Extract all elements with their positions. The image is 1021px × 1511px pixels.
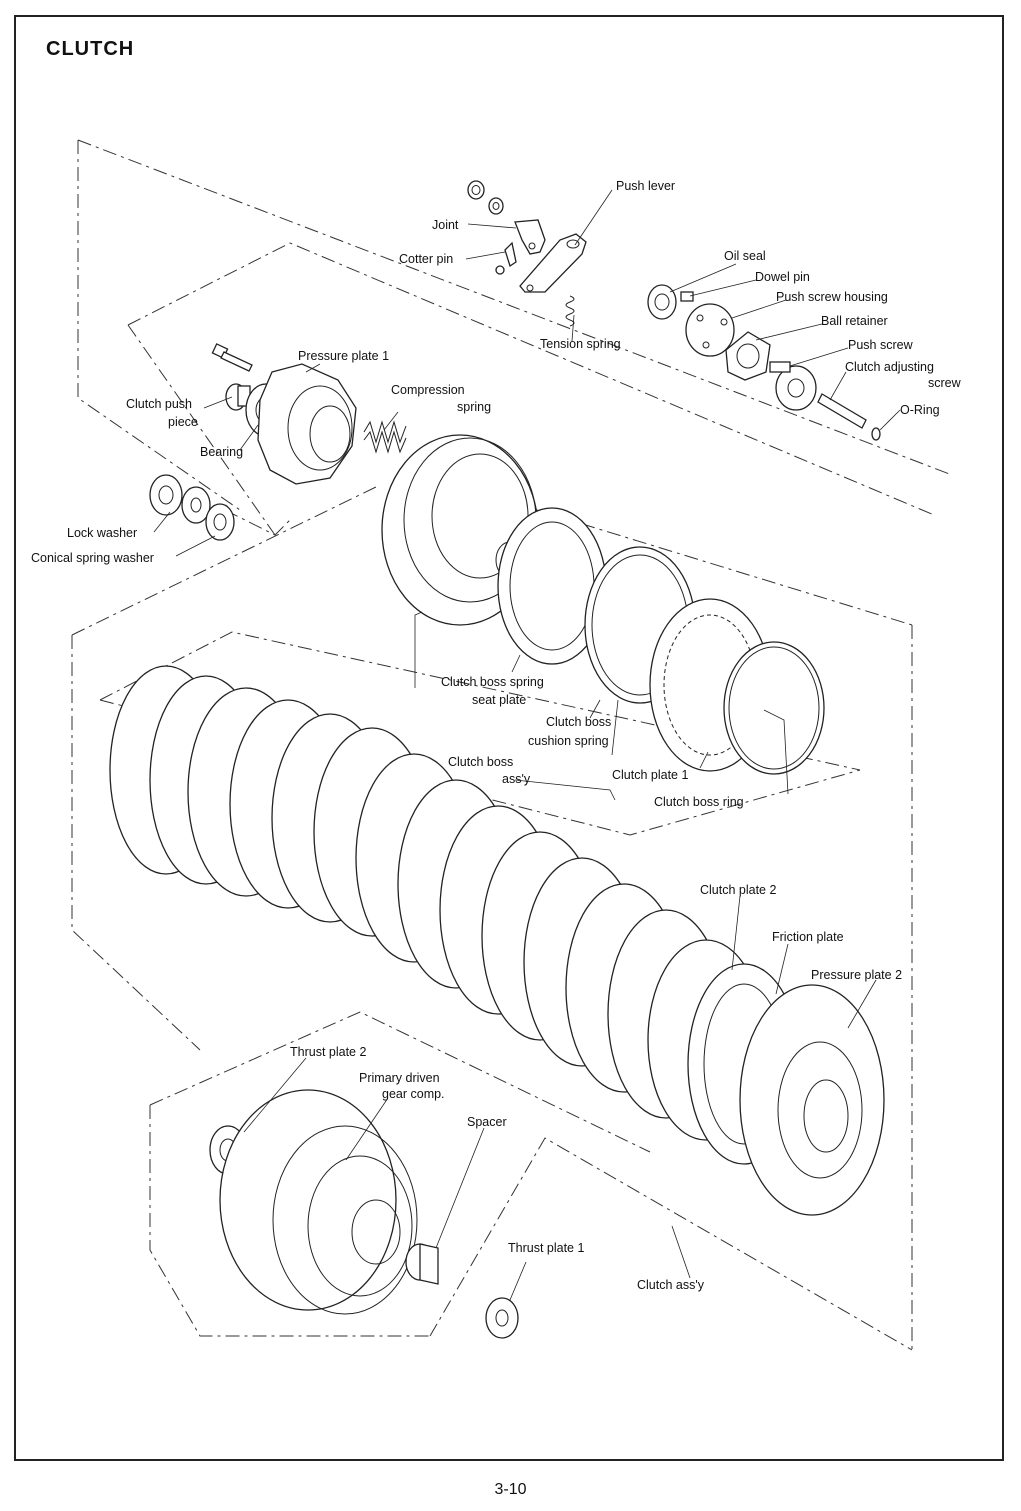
label-clutch-boss-ring: Clutch boss ring [654,795,744,809]
label-clutch-boss-cushion-spring-line2: cushion spring [528,734,609,748]
label-ball-retainer: Ball retainer [821,314,888,328]
label-friction-plate: Friction plate [772,930,844,944]
label-push-screw: Push screw [848,338,914,352]
primary-driven-gear-group [209,1089,519,1339]
label-clutch-assy: Clutch ass'y [637,1278,705,1292]
lock-washer-part [149,474,183,516]
dowel-pin-part [680,291,694,302]
clutch-housing-part [219,1089,418,1315]
clutch-boss-ring-part [723,641,825,775]
page-number: 3-10 [494,1481,527,1498]
push-screw-part [769,361,817,411]
label-dowel-pin: Dowel pin [755,270,810,284]
thrust-plate-1-part [485,1297,519,1339]
label-primary-driven-gear-line2: gear comp. [382,1087,445,1101]
bolt-part [211,343,253,372]
push-screw-housing-part [685,303,735,357]
oil-seal-part [647,284,677,320]
tension-spring-part [565,295,575,327]
label-clutch-boss-cushion-spring-line1: Clutch boss [546,715,611,729]
thrust-washer-part [181,486,211,524]
label-o-ring: O-Ring [900,403,940,417]
label-push-screw-housing: Push screw housing [776,290,888,304]
label-clutch-plate-2: Clutch plate 2 [700,883,776,897]
label-pressure-plate-2: Pressure plate 2 [811,968,902,982]
group-outlines [71,139,953,1351]
label-primary-driven-gear-line1: Primary driven [359,1071,440,1085]
pressure-plate-2-part [739,984,885,1216]
spacer-part [405,1243,439,1285]
label-clutch-push-piece-line2: piece [168,415,198,429]
label-joint: Joint [432,218,459,232]
joint-part [514,219,546,255]
label-clutch-adjusting-screw-line2: screw [928,376,962,390]
page-frame [14,15,1004,1461]
label-clutch-push-piece-line1: Clutch push [126,397,192,411]
label-clutch-boss-assy-line2: ass'y [502,772,531,786]
o-ring-part [871,427,881,441]
washer-part [488,197,504,215]
label-lock-washer: Lock washer [67,526,137,540]
label-clutch-plate-1: Clutch plate 1 [612,768,688,782]
label-thrust-plate-1: Thrust plate 1 [508,1241,584,1255]
clutch-adjusting-screw-part [817,393,867,429]
label-thrust-plate-2: Thrust plate 2 [290,1045,366,1059]
label-cotter-pin: Cotter pin [399,252,453,266]
nut-part [467,180,485,200]
label-clutch-boss-assy-line1: Clutch boss [448,755,513,769]
part-labels: Push lever Joint Cotter pin Oil seal Dow… [31,179,962,1292]
cotter-pin-part [495,241,517,275]
label-clutch-adjusting-screw-line1: Clutch adjusting [845,360,934,374]
label-push-lever: Push lever [616,179,675,193]
label-spacer: Spacer [467,1115,507,1129]
label-tension-spring: Tension spring [540,337,621,351]
label-bearing: Bearing [200,445,243,459]
label-compression-spring-line1: Compression [391,383,465,397]
leader-lines [153,189,901,1301]
push-lever-assembly [467,180,881,441]
clutch-boss-group [381,434,825,775]
pressure-plate-1-group [149,343,407,541]
page-title: CLUTCH [46,38,135,60]
label-conical-spring-washer: Conical spring washer [31,551,154,565]
label-pressure-plate-1: Pressure plate 1 [298,349,389,363]
compression-spring-part [363,420,407,454]
clutch-push-piece-part [225,383,251,411]
label-clutch-boss-spring-seat-plate-line1: Clutch boss spring [441,675,544,689]
conical-spring-washer-part [205,503,235,541]
ball-retainer-part [725,331,771,381]
pressure-plate-1-part [257,363,357,485]
label-clutch-boss-spring-seat-plate-line2: seat plate [472,693,526,707]
push-lever-part [519,233,587,293]
plate-stack [109,665,885,1216]
label-oil-seal: Oil seal [724,249,766,263]
label-compression-spring-line2: spring [457,400,491,414]
